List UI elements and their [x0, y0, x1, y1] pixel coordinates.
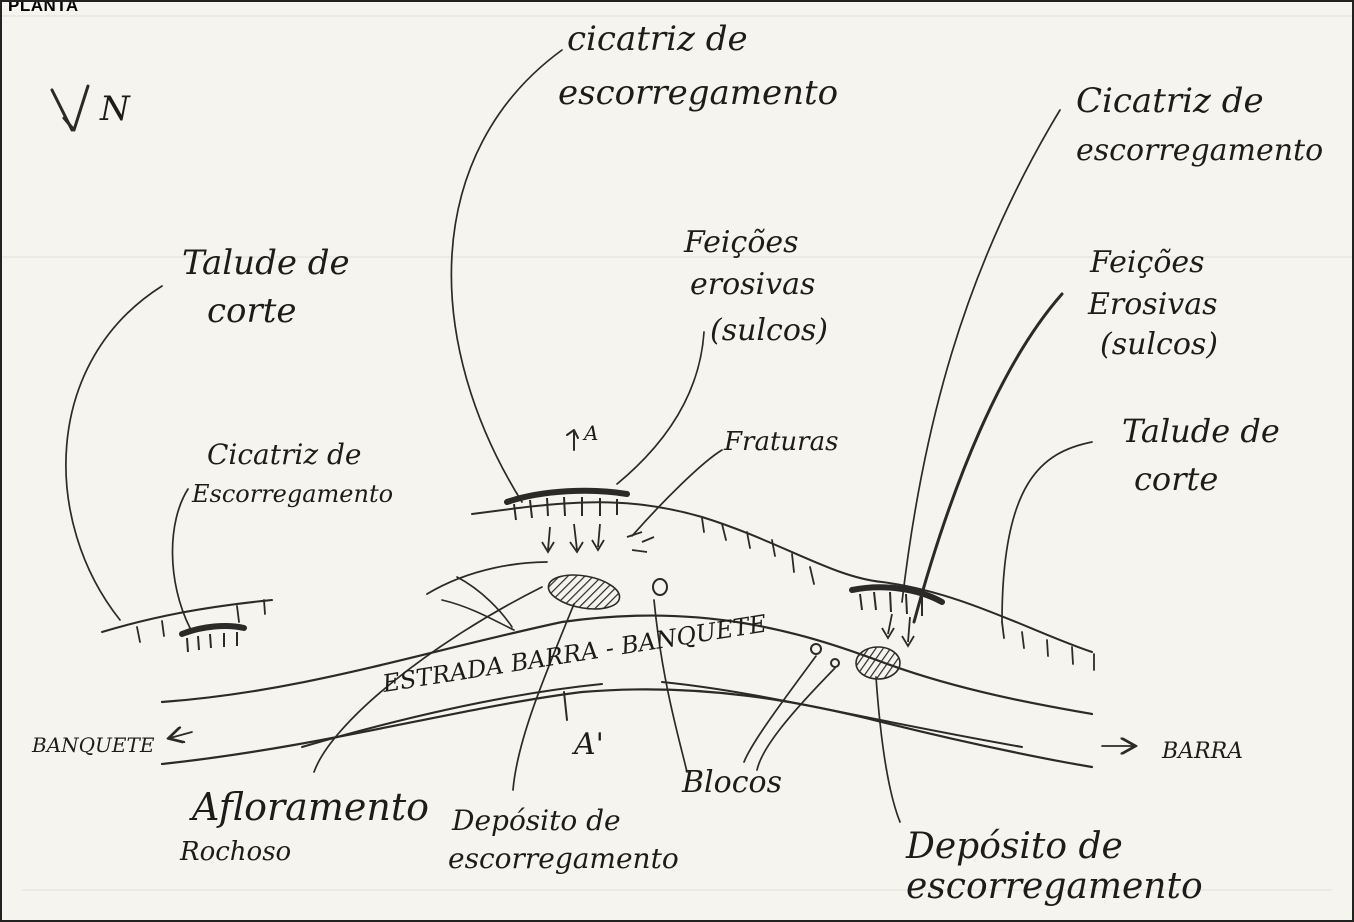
label-blocos: Blocos: [681, 765, 782, 800]
svg-text:erosivas: erosivas: [690, 267, 815, 302]
scar-left: [179, 623, 247, 653]
svg-text:Rochoso: Rochoso: [179, 837, 291, 867]
erosion-gullies-right: [881, 613, 915, 648]
label-talude-right: Talude de corte: [1122, 412, 1280, 498]
label-feicoes-right: Feições Erosivas (sulcos): [1087, 245, 1218, 362]
label-talude-left: Talude de corte: [182, 243, 350, 331]
svg-text:A: A: [582, 421, 598, 445]
erosion-gullies-center: [541, 523, 605, 554]
svg-text:Erosivas: Erosivas: [1087, 287, 1218, 322]
label-deposito-right: Depósito de escorregamento: [905, 826, 1203, 907]
svg-text:escorregamento: escorregamento: [1076, 133, 1323, 168]
svg-text:Afloramento: Afloramento: [189, 785, 429, 829]
svg-text:Cicatriz de: Cicatriz de: [1076, 81, 1264, 121]
label-fraturas: Fraturas: [723, 427, 838, 457]
svg-text:Talude de: Talude de: [182, 243, 350, 283]
svg-text:Escorregamento: Escorregamento: [191, 480, 393, 508]
label-cicatriz-top: cicatriz de escorregamento: [558, 19, 838, 113]
north-label: N: [99, 89, 131, 129]
label-deposito-center: Depósito de escorregamento: [448, 804, 679, 875]
label-banquete: BANQUETE: [31, 733, 155, 757]
svg-text:Feições: Feições: [1089, 245, 1205, 280]
svg-text:Talude de: Talude de: [1122, 412, 1280, 450]
label-barra: BARRA: [1161, 739, 1243, 764]
scar-center: [504, 487, 630, 521]
svg-text:escorregamento: escorregamento: [558, 73, 838, 113]
svg-text:escorregamento: escorregamento: [448, 842, 679, 875]
svg-text:cicatriz de: cicatriz de: [567, 19, 748, 59]
label-cicatriz-left: Cicatriz de Escorregamento: [191, 438, 393, 508]
svg-text:escorregamento: escorregamento: [906, 866, 1203, 907]
label-afloramento: Afloramento Rochoso: [179, 785, 429, 867]
svg-text:corte: corte: [207, 291, 297, 331]
svg-text:(sulcos): (sulcos): [1100, 327, 1218, 362]
svg-text:corte: corte: [1134, 460, 1218, 498]
scar-right: [849, 584, 945, 616]
rock-blocks: [652, 578, 840, 668]
svg-text:Depósito de: Depósito de: [905, 826, 1123, 867]
page-title: PLANTA: [8, 0, 79, 15]
svg-text:A': A': [571, 727, 604, 762]
slope-crest: [101, 501, 1095, 671]
landslide-deposit-center: [547, 574, 621, 610]
fractures: [626, 531, 655, 553]
label-feicoes-center: Feições erosivas (sulcos): [683, 225, 828, 348]
svg-text:Feições: Feições: [683, 225, 799, 260]
label-road: ESTRADA BARRA - BANQUETE: [380, 609, 769, 698]
svg-text:Cicatriz de: Cicatriz de: [207, 438, 362, 471]
landslide-deposit-right: [855, 646, 901, 680]
svg-text:Depósito de: Depósito de: [451, 804, 621, 837]
section-marker-a: A: [566, 421, 598, 451]
section-marker-a-prime: A': [563, 691, 604, 762]
leader-lines: [65, 49, 1134, 823]
svg-text:(sulcos): (sulcos): [710, 313, 828, 348]
label-cicatriz-right: Cicatriz de escorregamento: [1076, 81, 1323, 168]
north-arrow: N: [50, 84, 131, 132]
road: [160, 614, 1094, 769]
background-show-through: [2, 15, 1352, 891]
